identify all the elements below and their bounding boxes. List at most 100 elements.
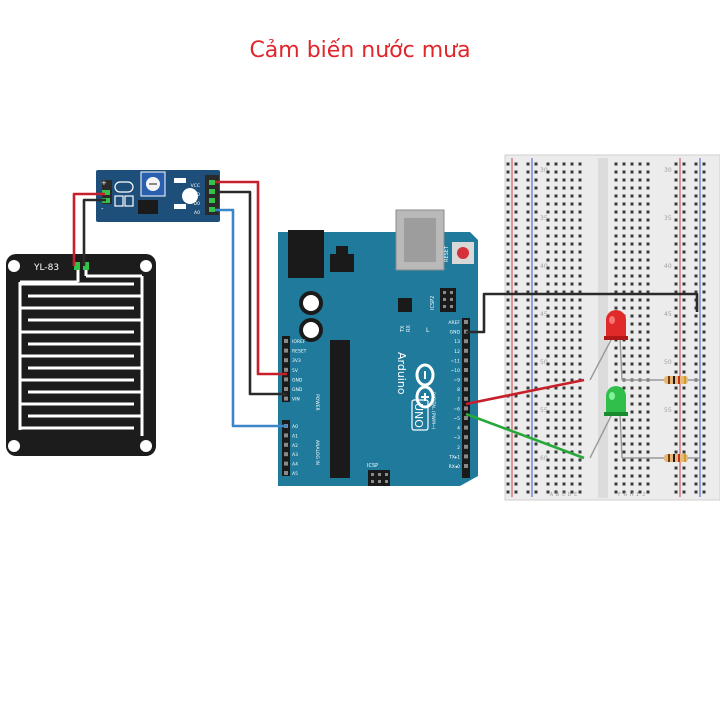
arduino-uno-board: RESET ICSP2 TX RX L Arduino UNO DIGITAL …: [278, 209, 478, 486]
wire-vcc-5v: [215, 180, 287, 376]
arduino-model: UNO: [412, 403, 425, 428]
breadboard-row-number: 50: [540, 359, 548, 366]
breadboard-row-number: 55: [540, 407, 548, 414]
header-pin: [464, 396, 468, 401]
breadboard-row-number: 35: [664, 215, 672, 222]
pin-label: IOREF: [292, 339, 306, 345]
breadboard-row-number: 30: [540, 167, 548, 174]
pin-label: 2: [457, 445, 460, 451]
breadboard-row-number: 45: [540, 311, 548, 318]
tx-label: TX: [400, 325, 406, 333]
pin-label: 7: [457, 397, 460, 403]
sensor-pin-label: D0: [194, 201, 200, 207]
header-pin: [464, 320, 468, 324]
pin-label: 12: [454, 349, 460, 355]
header-pin: [464, 377, 468, 382]
breadboard-row-number: 40: [664, 263, 672, 270]
icsp-label: ICSP: [367, 463, 378, 469]
pin-label: A5: [292, 471, 298, 477]
breadboard-row-number: 35: [540, 215, 548, 222]
wire-a0: [215, 208, 287, 428]
pin-label: RESET: [292, 349, 307, 355]
breadboard-col-letters-right: F G H I J: [618, 492, 645, 498]
wire-gnd: [215, 190, 287, 396]
pin-label: 3V3: [292, 358, 301, 364]
pin-label: 8: [457, 387, 460, 393]
reset-label: RESET: [444, 245, 450, 262]
pin-label: ~10: [451, 368, 461, 374]
pin-label: ~3: [453, 435, 460, 441]
header-pin: [464, 464, 468, 468]
pin-label: A1: [292, 433, 298, 439]
power-header-label: POWER: [314, 394, 320, 411]
wire-plate-black: [82, 198, 106, 266]
breadboard-row-number: 60: [540, 455, 548, 462]
header-pin: [284, 452, 288, 457]
pin-label: TX▸1: [448, 454, 460, 460]
resistor-bottom: [622, 454, 700, 462]
page-title: Cảm biến nước mưa: [249, 38, 471, 63]
rain-sensor-plate: YL-83: [6, 254, 156, 456]
pin-label: A4: [292, 462, 298, 468]
wire-pin6-green-led: [465, 412, 585, 460]
header-pin: [284, 387, 288, 391]
header-pin: [284, 471, 288, 475]
breadboard-col-letters-left: A B C D E: [550, 492, 577, 498]
header-pin: [284, 339, 288, 343]
header-pin: [464, 358, 468, 363]
rain-plate-traces: [18, 270, 144, 436]
header-pin: [464, 454, 468, 459]
header-pin: [284, 396, 288, 401]
svg-text:-: -: [101, 205, 104, 213]
header-pin: [284, 367, 288, 372]
pin-label: 5V: [292, 368, 299, 374]
icsp2-label: ICSP2: [430, 296, 436, 310]
header-pin: [464, 416, 468, 420]
header-pin: [464, 435, 468, 440]
svg-text:+: +: [101, 179, 107, 187]
header-pin: [464, 406, 468, 411]
breadboard-row-number: 30: [664, 167, 672, 174]
digital-header-label: DIGITAL (PWM~): [430, 392, 436, 430]
header-pin: [284, 348, 288, 353]
pin-label: ~11: [451, 358, 461, 364]
header-pin: [284, 377, 288, 382]
pin-label: ~9: [453, 378, 460, 384]
breadboard-row-number: 50: [664, 359, 672, 366]
wires: [72, 180, 699, 460]
pin-label: AREF: [448, 320, 460, 326]
pin-label: RX◂0: [449, 464, 460, 470]
pin-label: VIN: [292, 397, 300, 403]
rx-label: RX: [406, 325, 412, 332]
pin-label: GND: [292, 387, 303, 393]
arduino-brand: Arduino: [395, 352, 408, 395]
arduino-logo: [415, 363, 435, 409]
pin-label: GND: [450, 330, 461, 336]
breadboard-row-number: 45: [664, 311, 672, 318]
sensor-pin-label: GND: [190, 192, 201, 198]
header-pin: [464, 339, 468, 344]
pin-label: 4: [457, 426, 460, 432]
wire-gnd-rail: [466, 292, 699, 334]
header-pin: [464, 425, 468, 430]
pin-label: A0: [292, 424, 298, 430]
icsp-header: [368, 470, 390, 486]
sensor-pin-label: VCC: [191, 183, 200, 189]
reset-button[interactable]: [457, 247, 469, 259]
header-pin: [464, 444, 468, 449]
breadboard-row-number: 40: [540, 263, 548, 270]
led-green: [589, 386, 628, 459]
header-pin: [284, 442, 288, 447]
l-label: L: [426, 327, 430, 334]
pin-label: A3: [292, 452, 298, 458]
pin-label: ~5: [453, 416, 460, 422]
icsp2-header: [440, 288, 456, 312]
header-pin: [464, 368, 468, 372]
wire-plate-red: [72, 192, 105, 266]
rain-plate-label: YL-83: [33, 263, 59, 273]
